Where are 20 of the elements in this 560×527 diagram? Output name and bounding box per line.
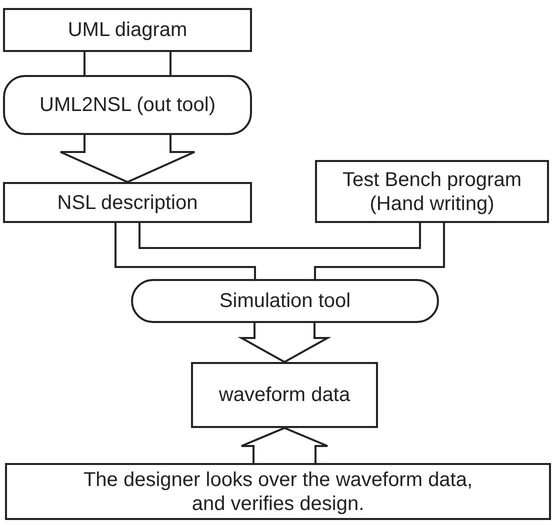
- process-box: [191, 362, 378, 428]
- node-label: Test Bench program (Hand writing): [342, 168, 522, 216]
- connector-pipe: [114, 222, 286, 280]
- node-label: UML diagram: [66, 18, 188, 42]
- connector-pipe: [284, 222, 445, 280]
- node-label: waveform data: [218, 383, 352, 407]
- node-label: UML2NSL (out tool): [38, 93, 216, 117]
- process-box: [3, 8, 252, 52]
- node-label: The designer looks over the waveform data, and verifies design.: [82, 468, 474, 516]
- block-arrow: [240, 426, 328, 464]
- block-arrow: [238, 322, 332, 364]
- node-label: NSL description: [56, 190, 199, 214]
- block-arrow: [60, 134, 196, 184]
- tool-box: [3, 75, 252, 135]
- note-box: [5, 463, 551, 520]
- process-box: [315, 160, 549, 223]
- node-label: Simulation tool: [218, 289, 352, 313]
- process-box: [3, 182, 252, 223]
- connector-pipe: [84, 51, 172, 76]
- tool-box: [131, 279, 439, 323]
